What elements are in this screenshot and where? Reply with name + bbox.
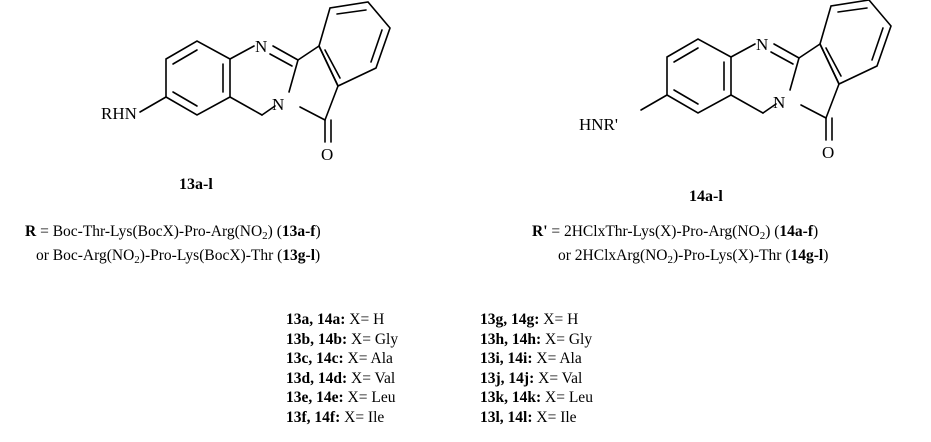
- substituent-label: RHN: [101, 104, 137, 123]
- ring-n-bottom: N: [773, 93, 785, 112]
- r-definition-line-2: or Boc-Arg(NO2)-Pro-Lys(BocX)-Thr (13g-l…: [25, 246, 321, 270]
- legend-x: X= Val: [534, 369, 583, 387]
- subscript: 2: [759, 230, 766, 242]
- ring-n-top: N: [756, 35, 768, 54]
- legend-compound: 13i, 14i:: [480, 350, 533, 368]
- legend-item: 13c, 14c: X= Ala: [286, 349, 398, 369]
- legend-x: X= Val: [347, 369, 396, 387]
- r-text: or Boc-Arg(NO: [36, 247, 135, 264]
- r-text: )-Pro-Lys(BocX)-Thr (: [139, 247, 283, 264]
- rprime-definition-line-2: or 2HClxArg(NO2)-Pro-Lys(X)-Thr (14g-l): [532, 246, 828, 270]
- legend-right: 13g, 14g: X= H 13h, 14h: X= Gly 13i, 14i…: [480, 310, 593, 428]
- legend-item: 13h, 14h: X= Gly: [480, 330, 593, 350]
- structure-13-bonds: [139, 1, 391, 143]
- legend-compound: 13b, 14b:: [286, 330, 348, 348]
- r-text: ) (: [267, 223, 282, 240]
- legend-x: X= H: [539, 311, 579, 328]
- legend-item: 13j, 14j: X= Val: [480, 369, 593, 389]
- legend-x: X= Gly: [541, 330, 593, 348]
- legend-item: 13k, 14k: X= Leu: [480, 388, 593, 408]
- legend-compound: 13e, 14e:: [286, 389, 344, 407]
- rprime-text: )-Pro-Lys(X)-Thr (: [673, 247, 791, 264]
- legend-x: X= Ala: [532, 350, 582, 368]
- legend-x: X= Ile: [532, 408, 577, 426]
- legend-x: X= H: [345, 311, 385, 328]
- legend-item: 13i, 14i: X= Ala: [480, 349, 593, 369]
- r-definition: R = Boc-Thr-Lys(BocX)-Pro-Arg(NO2) (13a-…: [25, 222, 321, 270]
- legend-compound: 13l, 14l:: [480, 408, 533, 426]
- rprime-definition-line-1: R' = 2HClxThr-Lys(X)-Pro-Arg(NO2) (14a-f…: [532, 222, 828, 246]
- legend-x: X= Ile: [340, 408, 385, 426]
- rprime-symbol: R': [532, 223, 548, 240]
- legend-item: 13b, 14b: X= Gly: [286, 330, 398, 350]
- subscript: 2: [262, 230, 268, 242]
- legend-compound: 13h, 14h:: [480, 330, 542, 348]
- subscript: 2: [134, 254, 140, 266]
- r-text: ): [315, 223, 321, 240]
- legend-compound: 13k, 14k:: [480, 389, 542, 407]
- legend-item: 13a, 14a: X= H: [286, 310, 398, 330]
- legend-x: X= Gly: [347, 330, 399, 348]
- compound-label-14: 14a-l: [689, 188, 723, 205]
- legend-compound: 13f, 14f:: [286, 408, 341, 426]
- rprime-text: ) (: [765, 223, 780, 240]
- rprime-text: ): [823, 247, 829, 264]
- r-symbol: R: [25, 223, 37, 240]
- legend-x: X= Leu: [541, 389, 593, 407]
- rprime-compound-range: 14g-l: [790, 247, 824, 264]
- rprime-text: ): [812, 223, 819, 240]
- legend-compound: 13a, 14a:: [286, 311, 346, 328]
- legend-item: 13g, 14g: X= H: [480, 310, 593, 330]
- carbonyl-oxygen: O: [321, 145, 333, 164]
- r-text: ): [315, 247, 321, 264]
- ring-n-top: N: [255, 37, 267, 56]
- legend-compound: 13g, 14g:: [480, 311, 540, 328]
- compound-label-13: 13a-l: [179, 176, 213, 193]
- legend-compound: 13j, 14j:: [480, 369, 535, 387]
- structure-13: RHN N N O: [101, 1, 391, 164]
- legend-x: X= Ala: [343, 350, 393, 368]
- legend-item: 13d, 14d: X= Val: [286, 369, 398, 389]
- structure-14-bonds: [640, 0, 892, 141]
- rprime-text: or 2HClxArg(NO: [558, 247, 668, 264]
- carbonyl-oxygen: O: [822, 143, 834, 162]
- legend-item: 13l, 14l: X= Ile: [480, 408, 593, 428]
- r-compound-range: 13a-f: [281, 223, 316, 240]
- legend-x: X= Leu: [343, 389, 396, 407]
- legend-left: 13a, 14a: X= H 13b, 14b: X= Gly 13c, 14c…: [286, 310, 398, 428]
- rprime-compound-range: 14a-f: [779, 223, 813, 240]
- ring-n-bottom: N: [272, 95, 284, 114]
- legend-compound: 13d, 14d:: [286, 369, 348, 387]
- substituent-label: HNR': [579, 115, 618, 134]
- rprime-text: = 2HClxThr-Lys(X)-Pro-Arg(NO: [547, 223, 760, 240]
- legend-item: 13f, 14f: X= Ile: [286, 408, 398, 428]
- r-text: = Boc-Thr-Lys(BocX)-Pro-Arg(NO: [36, 223, 263, 240]
- structure-14: HNR' N N O: [579, 0, 892, 162]
- r-compound-range: 13g-l: [282, 247, 315, 264]
- r-definition-line-1: R = Boc-Thr-Lys(BocX)-Pro-Arg(NO2) (13a-…: [25, 222, 321, 246]
- rprime-definition: R' = 2HClxThr-Lys(X)-Pro-Arg(NO2) (14a-f…: [532, 222, 828, 270]
- legend-compound: 13c, 14c:: [286, 350, 344, 368]
- subscript: 2: [667, 254, 674, 266]
- legend-item: 13e, 14e: X= Leu: [286, 388, 398, 408]
